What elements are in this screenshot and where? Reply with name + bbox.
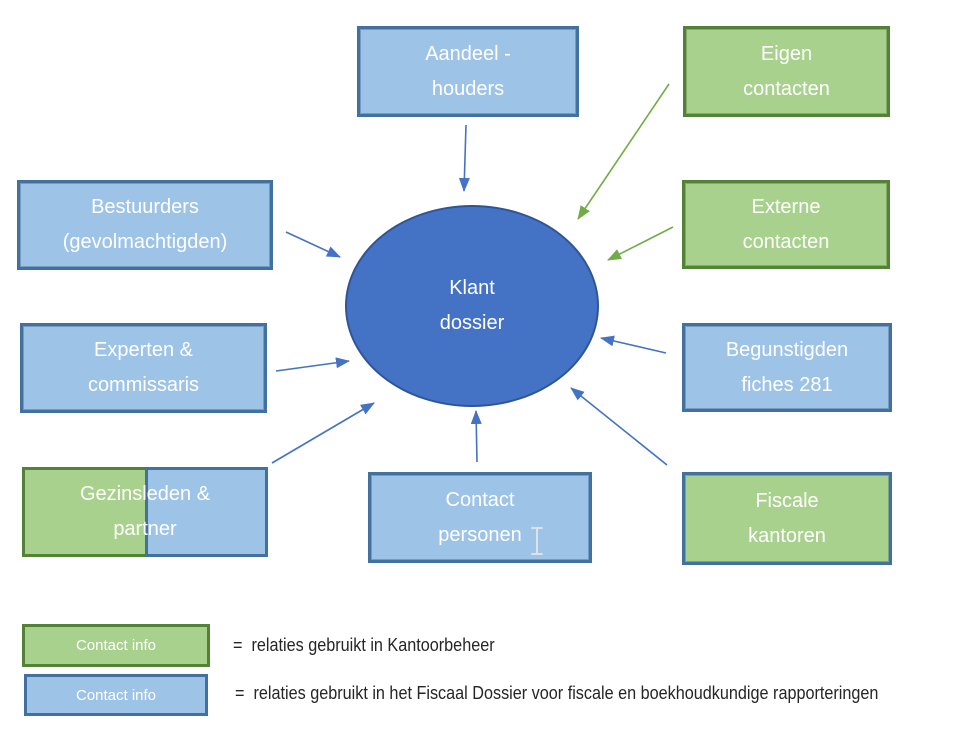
- node-label: Gezinsleden & partner: [22, 467, 268, 557]
- arrow-begunstigden: [600, 335, 667, 354]
- node-label-line: personen: [438, 523, 522, 546]
- legend-text: relaties gebruikt in het Fiscaal Dossier…: [253, 683, 879, 703]
- node-label-line: Aandeel -: [425, 42, 511, 65]
- node-label-line: kantoren: [748, 524, 826, 547]
- node-label-line: Experten &: [94, 339, 193, 361]
- legend-entry-blue: = relaties gebruikt in het Fiscaal Dossi…: [235, 683, 878, 704]
- node-label-line: Fiscale: [755, 489, 819, 512]
- legend-swatch-blue[interactable]: Contact info: [24, 674, 208, 716]
- arrow-gezinsleden: [271, 402, 375, 464]
- node-begunstigden-fiches[interactable]: Begunstigden fiches 281: [682, 323, 892, 412]
- arrow-contactpersonen: [470, 410, 482, 463]
- node-contactpersonen[interactable]: Contact personen: [368, 472, 592, 563]
- arrow-bestuurders: [285, 231, 341, 258]
- equals-sign: =: [233, 635, 243, 655]
- node-aandeelhouders[interactable]: Aandeel - houders: [357, 26, 579, 117]
- node-label-line: Externe: [751, 195, 821, 218]
- text-cursor-icon: [531, 527, 543, 555]
- node-label-line: Gezinsleden &: [79, 483, 211, 505]
- node-label-line: (gevolmachtigden): [62, 231, 228, 253]
- node-gezinsleden-partner[interactable]: Gezinsleden & partner: [22, 467, 268, 557]
- node-label-line: fiches 281: [741, 373, 833, 396]
- node-label-line: dossier: [439, 312, 505, 334]
- legend-swatch-label: Contact info: [75, 686, 157, 704]
- node-klant-dossier[interactable]: Klant dossier: [345, 205, 599, 407]
- node-label-line: contacten: [742, 230, 830, 253]
- legend-entry-green: = relaties gebruikt in Kantoorbeheer: [233, 635, 495, 656]
- node-label-line: Bestuurders: [91, 196, 199, 218]
- legend-swatch-label: Contact info: [75, 637, 157, 654]
- node-label-line: Begunstigden: [725, 338, 849, 361]
- equals-sign: =: [235, 683, 245, 703]
- node-label-line: partner: [113, 518, 177, 540]
- arrow-experten: [275, 357, 350, 372]
- node-label-line: commissaris: [87, 374, 200, 396]
- node-bestuurders[interactable]: Bestuurders (gevolmachtigden): [17, 180, 273, 270]
- arrow-fiscale: [570, 387, 668, 466]
- gezinsleden-blue-half: [145, 467, 268, 557]
- node-fiscale-kantoren[interactable]: Fiscale kantoren: [682, 472, 892, 565]
- legend-text: relaties gebruikt in Kantoorbeheer: [251, 635, 495, 655]
- node-label-line: Contact: [445, 488, 515, 511]
- node-label-line: contacten: [743, 77, 830, 100]
- node-experten-commissaris[interactable]: Experten & commissaris: [20, 323, 267, 413]
- node-externe-contacten[interactable]: Externe contacten: [682, 180, 890, 269]
- node-label-line: Eigen: [760, 42, 813, 65]
- arrow-externe: [607, 226, 674, 261]
- node-label-line: houders: [431, 77, 505, 100]
- legend-swatch-green[interactable]: Contact info: [22, 624, 210, 667]
- arrow-aandeelhouders: [458, 124, 470, 192]
- node-label-line: Klant: [449, 277, 495, 299]
- node-eigen-contacten[interactable]: Eigen contacten: [683, 26, 890, 117]
- arrow-eigen: [577, 83, 670, 220]
